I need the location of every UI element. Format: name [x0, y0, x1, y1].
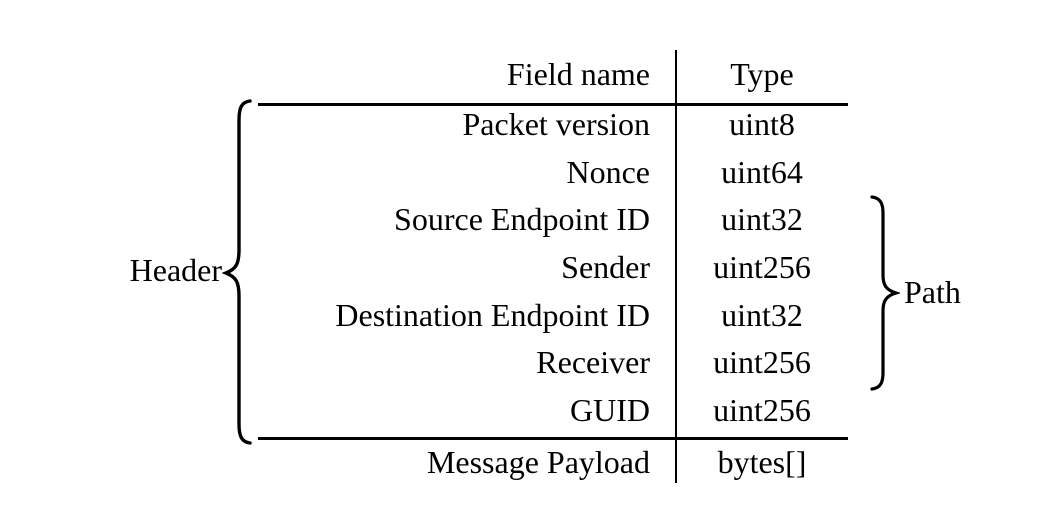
table-row: Nonce uint64: [258, 149, 848, 197]
type-cell: uint32: [721, 201, 803, 238]
field-name-cell: GUID: [570, 391, 650, 428]
path-group-label: Path: [904, 274, 961, 310]
column-header-row: Field name Type: [258, 46, 848, 102]
header-group-label: Header: [129, 252, 222, 288]
header-brace-icon: [222, 99, 252, 445]
type-cell: bytes[]: [717, 444, 807, 480]
type-cell: uint256: [713, 249, 811, 286]
table-row: Sender uint256: [258, 244, 848, 292]
type-cell: uint8: [729, 106, 795, 143]
type-cell: uint32: [721, 296, 803, 333]
column-divider-rule: [675, 50, 677, 483]
table-row: Receiver uint256: [258, 339, 848, 387]
table-row: Source Endpoint ID uint32: [258, 196, 848, 244]
field-name-cell: Message Payload: [426, 444, 650, 480]
field-name-cell: Destination Endpoint ID: [335, 296, 650, 333]
column-header-field: Field name: [506, 55, 650, 92]
field-name-cell: Receiver: [536, 344, 650, 381]
header-separator-rule: [258, 103, 848, 106]
payload-separator-rule: [258, 437, 848, 440]
table-row: GUID uint256: [258, 387, 848, 435]
column-header-type: Type: [730, 55, 794, 92]
field-name-cell: Sender: [561, 249, 650, 286]
field-name-cell: Nonce: [566, 153, 650, 190]
path-brace-icon: [870, 195, 900, 391]
type-cell: uint256: [713, 344, 811, 381]
table-row: Packet version uint8: [258, 101, 848, 149]
table-row: Destination Endpoint ID uint32: [258, 291, 848, 339]
type-cell: uint64: [721, 153, 803, 190]
table-row: Message Payload bytes[]: [258, 439, 848, 486]
type-cell: uint256: [713, 391, 811, 428]
field-name-cell: Source Endpoint ID: [394, 201, 650, 238]
field-name-cell: Packet version: [462, 106, 651, 143]
